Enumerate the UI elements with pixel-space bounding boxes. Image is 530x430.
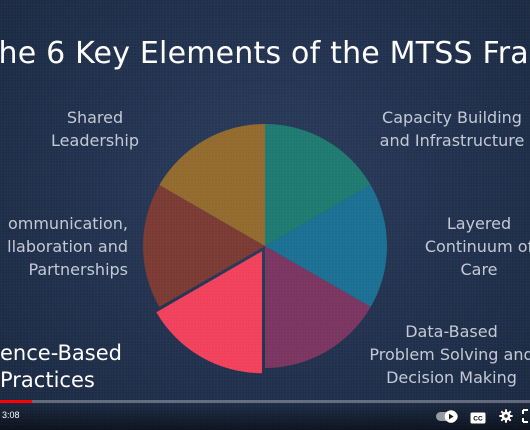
progress-bar[interactable] bbox=[0, 400, 530, 403]
player-controls: 3:08 CC bbox=[0, 400, 530, 430]
time-display: 3:08 bbox=[2, 410, 20, 420]
pie-slice-layered-continuum-of-care bbox=[265, 185, 387, 307]
slide-title: The 6 Key Elements of the MTSS Framework bbox=[0, 36, 530, 71]
progress-fill bbox=[0, 400, 32, 403]
pie-slice-communication-collaboration-and-partnerships bbox=[143, 185, 265, 307]
label-line: Leadership bbox=[51, 131, 139, 150]
label-line: Decision Making bbox=[386, 368, 517, 387]
captions-label: CC bbox=[473, 416, 483, 423]
label-line: ence-Based bbox=[0, 341, 122, 365]
label-data-based: Data-Based Problem Solving and Decision … bbox=[364, 320, 530, 389]
label-capacity-building: Capacity Building and Infrastructure bbox=[372, 106, 530, 152]
label-line: Continuum of bbox=[424, 237, 530, 256]
label-line: Partnerships bbox=[28, 260, 128, 279]
fullscreen-icon[interactable] bbox=[522, 408, 530, 427]
label-line: and Infrastructure bbox=[379, 131, 525, 150]
label-layered-continuum: Layered Continuum of Care bbox=[414, 212, 530, 281]
pie-slice-capacity-building-and-infrastructure bbox=[265, 124, 371, 246]
label-line: llaboration and bbox=[7, 237, 128, 256]
label-line: Practices bbox=[0, 368, 95, 392]
autoplay-toggle-icon[interactable] bbox=[436, 408, 458, 427]
label-evidence-based: ence-Based Practices bbox=[0, 340, 122, 394]
label-line: Data-Based bbox=[405, 322, 498, 341]
label-communication: ommunication, llaboration and Partnershi… bbox=[0, 212, 128, 281]
pie-slice-data-based-problem-solving-and-decision-making bbox=[265, 246, 371, 368]
label-shared-leadership: Shared Leadership bbox=[40, 106, 150, 152]
label-line: Layered bbox=[446, 214, 512, 233]
label-line: Problem Solving and bbox=[369, 345, 530, 364]
label-line: ommunication, bbox=[7, 214, 128, 233]
label-line: Care bbox=[460, 260, 498, 279]
captions-icon[interactable]: CC bbox=[470, 409, 486, 428]
settings-gear-icon[interactable] bbox=[499, 408, 513, 427]
pie-slice-shared-leadership bbox=[159, 124, 265, 246]
label-line: Shared bbox=[66, 108, 124, 127]
pie-slice-evidence-based-practices bbox=[156, 251, 262, 374]
label-line: Capacity Building bbox=[382, 108, 522, 127]
